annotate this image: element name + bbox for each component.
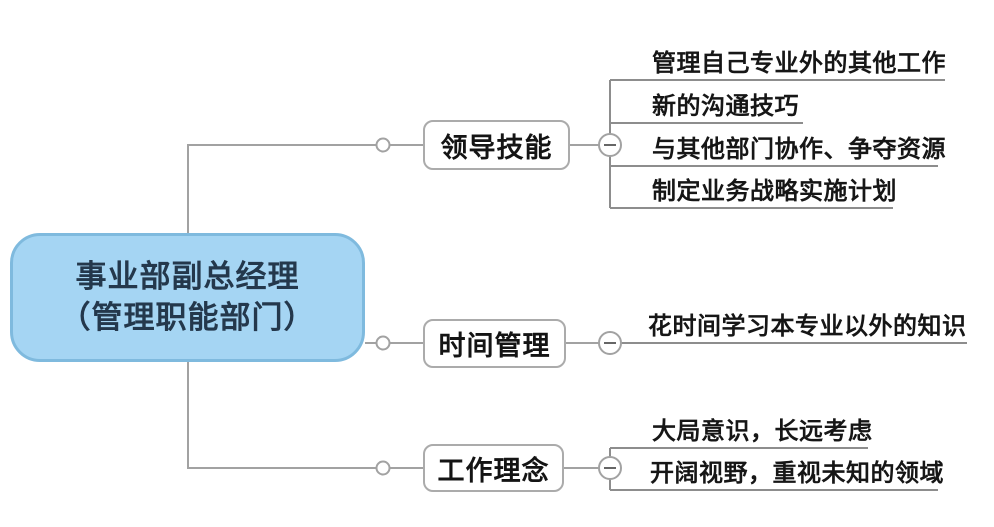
trunk-lines — [187, 144, 610, 469]
root-label-line1: 事业部副总经理 — [75, 258, 300, 294]
circle-joint — [375, 137, 391, 153]
leaf-topic[interactable]: 制定业务战略实施计划 — [652, 178, 897, 205]
root-node[interactable]: 事业部副总经理 （管理职能部门） — [10, 233, 365, 362]
collapse-button-work-philosophy[interactable] — [598, 456, 622, 480]
root-label-line2: （管理职能部门） — [59, 299, 316, 335]
collapse-button-time-management[interactable] — [598, 331, 622, 355]
leaf-topic[interactable]: 新的沟通技巧 — [652, 93, 799, 120]
collapse-button-leadership-skills[interactable] — [598, 133, 622, 157]
leaf-topic[interactable]: 大局意识，长远考虑 — [652, 418, 873, 445]
branch-node-leadership-skills[interactable]: 领导技能 — [423, 120, 570, 170]
circle-joint — [375, 335, 391, 351]
leaf-topic[interactable]: 管理自己专业外的其他工作 — [652, 50, 946, 77]
leaf-topic[interactable]: 开阔视野，重视未知的领域 — [650, 460, 944, 487]
leaf-topic[interactable]: 花时间学习本专业以外的知识 — [648, 313, 967, 340]
leaf-topic[interactable]: 与其他部门协作、争夺资源 — [652, 136, 946, 163]
circle-joint — [375, 460, 391, 476]
branch-node-work-philosophy[interactable]: 工作理念 — [423, 444, 564, 492]
branch-node-time-management[interactable]: 时间管理 — [423, 319, 566, 368]
